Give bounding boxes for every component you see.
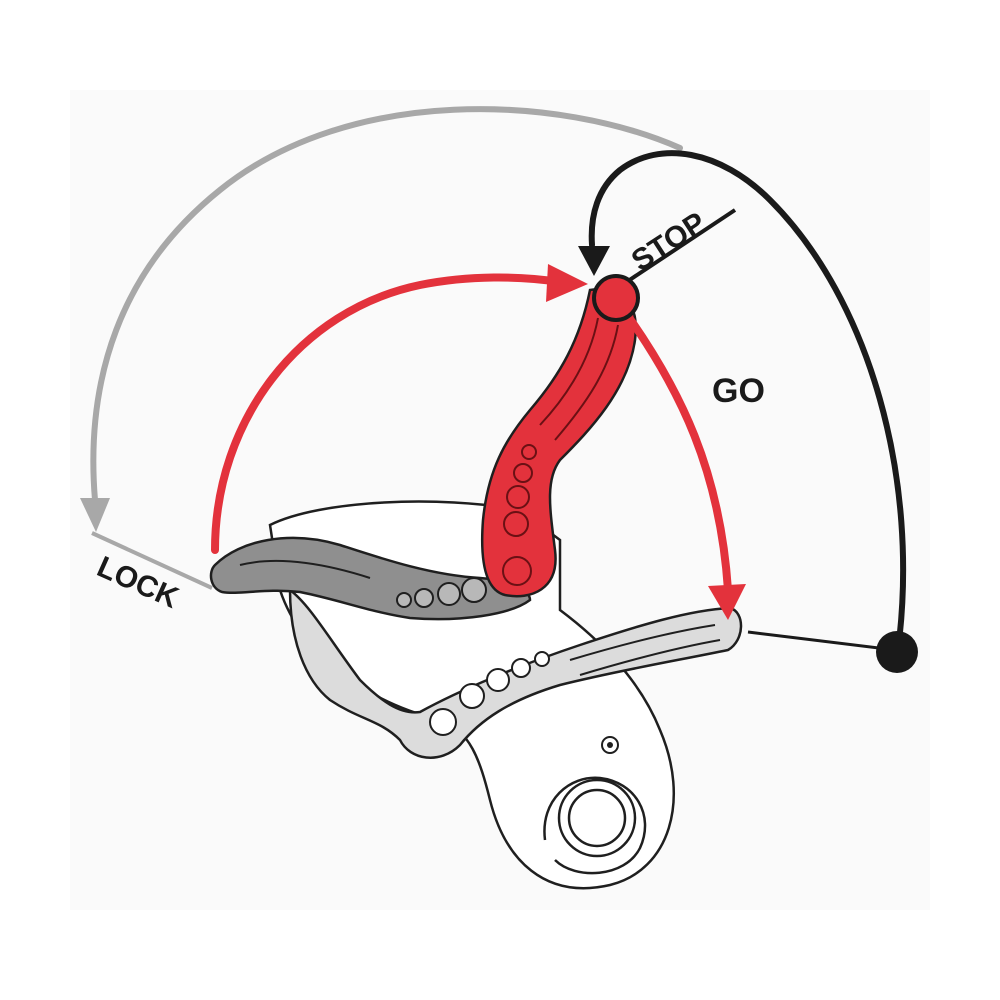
rivet-icon	[601, 736, 619, 754]
lock-tick-line	[91, 531, 213, 590]
stop-tick-line	[620, 208, 737, 287]
go-arrow	[624, 312, 746, 620]
red-arc-arrow	[211, 264, 588, 554]
handle-stop-position	[480, 287, 638, 598]
stop-return-arrow	[578, 150, 907, 653]
lever-pivot-knob	[592, 274, 640, 322]
pivot-dot	[876, 631, 918, 673]
handle-go-position	[288, 587, 743, 759]
attachment-hole	[543, 776, 647, 875]
lock-arc-arrow	[80, 106, 683, 532]
pivot-line	[747, 630, 896, 652]
go-label: GO	[712, 372, 765, 410]
handle-lock-position	[209, 536, 532, 621]
